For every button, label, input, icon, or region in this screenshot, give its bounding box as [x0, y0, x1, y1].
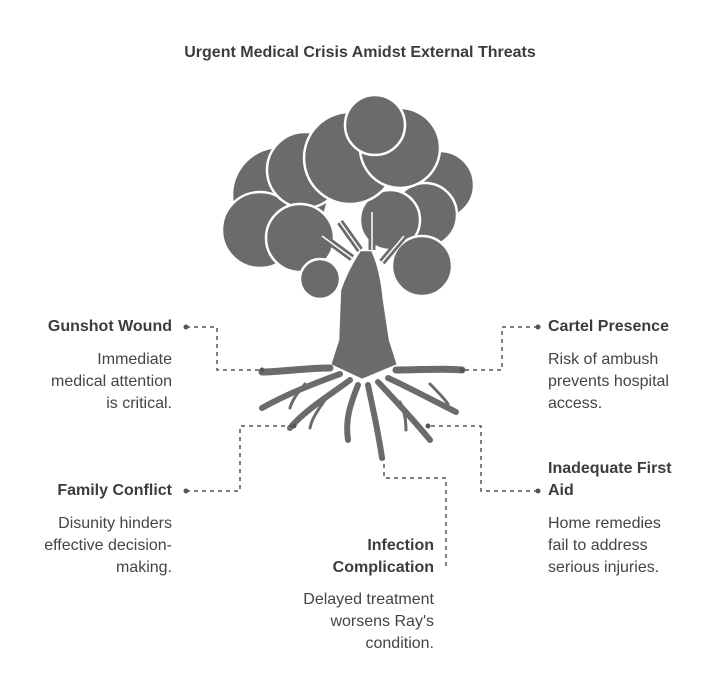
connectors: [186, 326, 538, 566]
tree-trunk: [319, 212, 407, 382]
tree-roots: [258, 364, 466, 461]
connector-infection: [383, 458, 447, 566]
diagram-title: Urgent Medical Crisis Amidst External Th…: [184, 44, 536, 61]
gunshot-wound-description: Immediate medical attention is critical.: [51, 351, 172, 412]
tree-canopy: [220, 93, 476, 301]
family-conflict-label: Family Conflict: [57, 482, 172, 499]
infection-complication-description: Delayed treatment worsens Ray's conditio…: [303, 591, 434, 652]
gunshot-wound-label: Gunshot Wound: [47, 318, 172, 335]
connector-cartel: [462, 326, 538, 371]
inadequate-first-aid-label: Inadequate First Aid: [548, 460, 672, 499]
cartel-presence-description: Risk of ambush prevents hospital access.: [548, 351, 669, 412]
connector-gunshot: [186, 326, 262, 371]
inadequate-first-aid-description: Home remedies fail to address serious in…: [548, 515, 661, 576]
connector-family: [186, 425, 294, 492]
infection-complication-label: Infection Complication: [332, 537, 434, 576]
cartel-presence-label: Cartel Presence: [548, 318, 669, 335]
family-conflict-description: Disunity hinders effective decision- mak…: [44, 515, 172, 576]
connector-firstaid: [428, 425, 538, 492]
connector-dots: [183, 324, 541, 494]
